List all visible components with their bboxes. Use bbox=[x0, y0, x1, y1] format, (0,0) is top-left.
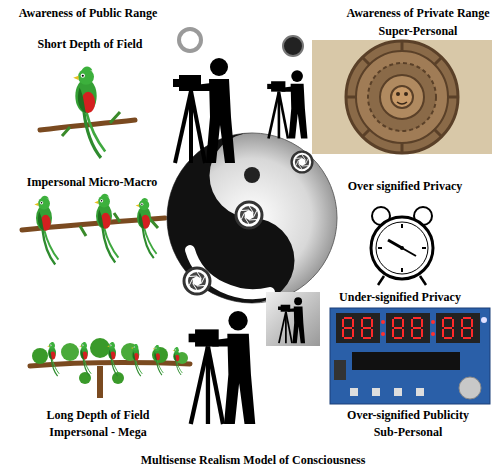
label-text: Under-signified Privacy bbox=[339, 290, 461, 304]
quetzal-row bbox=[22, 194, 165, 265]
quetzal-tree bbox=[30, 338, 190, 398]
label-text: Long Depth of Field bbox=[46, 408, 149, 422]
label-text: Over signified Privacy bbox=[348, 179, 462, 193]
label-text: Awareness of Public Range bbox=[19, 6, 158, 20]
aztec-calendar bbox=[312, 40, 492, 154]
quetzal-single bbox=[40, 66, 135, 157]
label-text: Impersonal Micro-Macro bbox=[27, 175, 158, 189]
led-circuit-board bbox=[330, 308, 490, 404]
label-text: Super-Personal bbox=[379, 24, 458, 38]
label-text: Sub-Personal bbox=[374, 425, 443, 439]
caption-text: Multisense Realism Model of Consciousnes… bbox=[141, 453, 366, 467]
label-text: Short Depth of Field bbox=[38, 37, 143, 51]
alarm-clock bbox=[371, 207, 433, 285]
label-text: Awareness of Private Range bbox=[346, 6, 489, 20]
photographer-figures bbox=[173, 29, 320, 424]
label-text: Impersonal - Mega bbox=[49, 425, 146, 439]
label-text: Over-signified Publicity bbox=[347, 408, 469, 422]
